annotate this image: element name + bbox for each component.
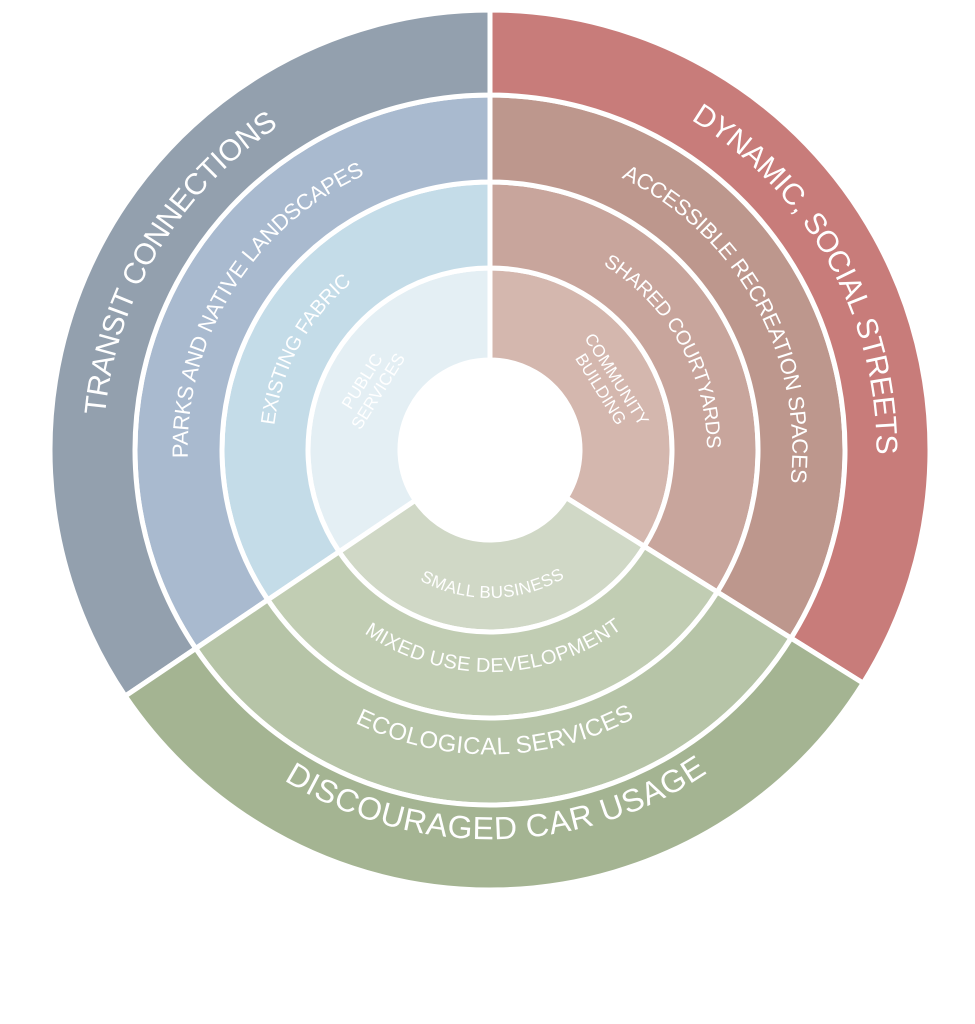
segment-bottom-ring-4 [121, 634, 867, 893]
segment-left-ring-4 [47, 7, 493, 700]
wheel-segments [47, 7, 933, 893]
center-hole [400, 360, 580, 540]
segment-right-ring-4 [487, 7, 933, 687]
